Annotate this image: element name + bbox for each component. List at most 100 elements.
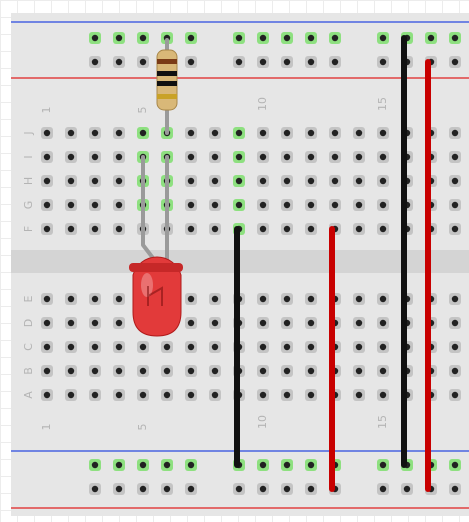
rail-hole[interactable] bbox=[187, 34, 195, 42]
breadboard-hole[interactable] bbox=[307, 343, 315, 351]
breadboard-hole[interactable] bbox=[211, 343, 219, 351]
breadboard-hole[interactable] bbox=[211, 129, 219, 137]
rail-hole[interactable] bbox=[115, 461, 123, 469]
breadboard-hole[interactable] bbox=[91, 177, 99, 185]
breadboard-hole[interactable] bbox=[451, 129, 459, 137]
breadboard-hole[interactable] bbox=[379, 367, 387, 375]
breadboard-hole[interactable] bbox=[451, 201, 459, 209]
breadboard-hole[interactable] bbox=[259, 177, 267, 185]
rail-hole[interactable] bbox=[451, 58, 459, 66]
breadboard-hole[interactable] bbox=[379, 319, 387, 327]
breadboard-hole[interactable] bbox=[307, 295, 315, 303]
breadboard-hole[interactable] bbox=[91, 153, 99, 161]
breadboard-hole[interactable] bbox=[283, 343, 291, 351]
breadboard-hole[interactable] bbox=[355, 177, 363, 185]
breadboard-hole[interactable] bbox=[115, 201, 123, 209]
breadboard-hole[interactable] bbox=[451, 391, 459, 399]
rail-hole[interactable] bbox=[283, 485, 291, 493]
breadboard-hole[interactable] bbox=[355, 225, 363, 233]
breadboard-hole[interactable] bbox=[211, 153, 219, 161]
breadboard-hole[interactable] bbox=[67, 225, 75, 233]
breadboard-hole[interactable] bbox=[451, 319, 459, 327]
breadboard-hole[interactable] bbox=[379, 343, 387, 351]
breadboard-hole[interactable] bbox=[67, 391, 75, 399]
breadboard-hole[interactable] bbox=[187, 367, 195, 375]
breadboard-hole[interactable] bbox=[355, 391, 363, 399]
breadboard-hole[interactable] bbox=[283, 201, 291, 209]
breadboard-hole[interactable] bbox=[139, 367, 147, 375]
rail-hole[interactable] bbox=[307, 34, 315, 42]
breadboard-hole[interactable] bbox=[451, 153, 459, 161]
breadboard-hole[interactable] bbox=[163, 367, 171, 375]
rail-hole[interactable] bbox=[259, 34, 267, 42]
breadboard-hole[interactable] bbox=[163, 391, 171, 399]
breadboard-hole[interactable] bbox=[115, 153, 123, 161]
breadboard-hole[interactable] bbox=[451, 295, 459, 303]
breadboard-hole[interactable] bbox=[451, 177, 459, 185]
rail-hole[interactable] bbox=[139, 461, 147, 469]
rail-hole[interactable] bbox=[331, 58, 339, 66]
rail-hole[interactable] bbox=[403, 485, 411, 493]
breadboard-hole[interactable] bbox=[451, 343, 459, 351]
breadboard-hole[interactable] bbox=[67, 177, 75, 185]
rail-hole[interactable] bbox=[379, 58, 387, 66]
breadboard-hole[interactable] bbox=[91, 391, 99, 399]
breadboard-hole[interactable] bbox=[211, 367, 219, 375]
breadboard-hole[interactable] bbox=[43, 201, 51, 209]
breadboard-hole[interactable] bbox=[43, 153, 51, 161]
breadboard-hole[interactable] bbox=[43, 367, 51, 375]
breadboard-hole[interactable] bbox=[259, 319, 267, 327]
breadboard-hole[interactable] bbox=[67, 153, 75, 161]
breadboard-hole[interactable] bbox=[355, 367, 363, 375]
breadboard-hole[interactable] bbox=[115, 225, 123, 233]
rail-hole[interactable] bbox=[91, 461, 99, 469]
breadboard-hole[interactable] bbox=[91, 343, 99, 351]
breadboard-hole[interactable] bbox=[187, 295, 195, 303]
breadboard-hole[interactable] bbox=[163, 343, 171, 351]
breadboard-hole[interactable] bbox=[91, 319, 99, 327]
breadboard-hole[interactable] bbox=[355, 295, 363, 303]
breadboard-hole[interactable] bbox=[67, 343, 75, 351]
rail-hole[interactable] bbox=[139, 58, 147, 66]
breadboard-hole[interactable] bbox=[331, 129, 339, 137]
breadboard-hole[interactable] bbox=[355, 319, 363, 327]
breadboard-hole[interactable] bbox=[307, 201, 315, 209]
breadboard-hole[interactable] bbox=[307, 225, 315, 233]
breadboard-hole[interactable] bbox=[115, 129, 123, 137]
rail-hole[interactable] bbox=[139, 34, 147, 42]
rail-hole[interactable] bbox=[283, 58, 291, 66]
breadboard-hole[interactable] bbox=[235, 129, 243, 137]
rail-hole[interactable] bbox=[163, 461, 171, 469]
breadboard-hole[interactable] bbox=[307, 391, 315, 399]
rail-hole[interactable] bbox=[379, 34, 387, 42]
rail-hole[interactable] bbox=[115, 58, 123, 66]
breadboard-hole[interactable] bbox=[331, 201, 339, 209]
rail-hole[interactable] bbox=[91, 58, 99, 66]
breadboard-hole[interactable] bbox=[43, 319, 51, 327]
breadboard-hole[interactable] bbox=[115, 343, 123, 351]
breadboard-hole[interactable] bbox=[187, 319, 195, 327]
breadboard-hole[interactable] bbox=[283, 129, 291, 137]
breadboard-hole[interactable] bbox=[67, 129, 75, 137]
breadboard-hole[interactable] bbox=[379, 201, 387, 209]
breadboard-hole[interactable] bbox=[451, 367, 459, 375]
breadboard-hole[interactable] bbox=[115, 177, 123, 185]
rail-hole[interactable] bbox=[115, 485, 123, 493]
breadboard-hole[interactable] bbox=[307, 319, 315, 327]
breadboard-hole[interactable] bbox=[43, 343, 51, 351]
rail-hole[interactable] bbox=[427, 34, 435, 42]
breadboard-hole[interactable] bbox=[187, 201, 195, 209]
rail-hole[interactable] bbox=[259, 485, 267, 493]
breadboard-hole[interactable] bbox=[67, 367, 75, 375]
breadboard-hole[interactable] bbox=[139, 391, 147, 399]
rail-hole[interactable] bbox=[115, 34, 123, 42]
rail-hole[interactable] bbox=[307, 461, 315, 469]
breadboard-hole[interactable] bbox=[307, 129, 315, 137]
breadboard-hole[interactable] bbox=[43, 177, 51, 185]
led[interactable] bbox=[129, 155, 183, 337]
rail-hole[interactable] bbox=[139, 485, 147, 493]
breadboard-hole[interactable] bbox=[283, 391, 291, 399]
breadboard-hole[interactable] bbox=[187, 129, 195, 137]
breadboard-hole[interactable] bbox=[187, 153, 195, 161]
breadboard-hole[interactable] bbox=[379, 177, 387, 185]
